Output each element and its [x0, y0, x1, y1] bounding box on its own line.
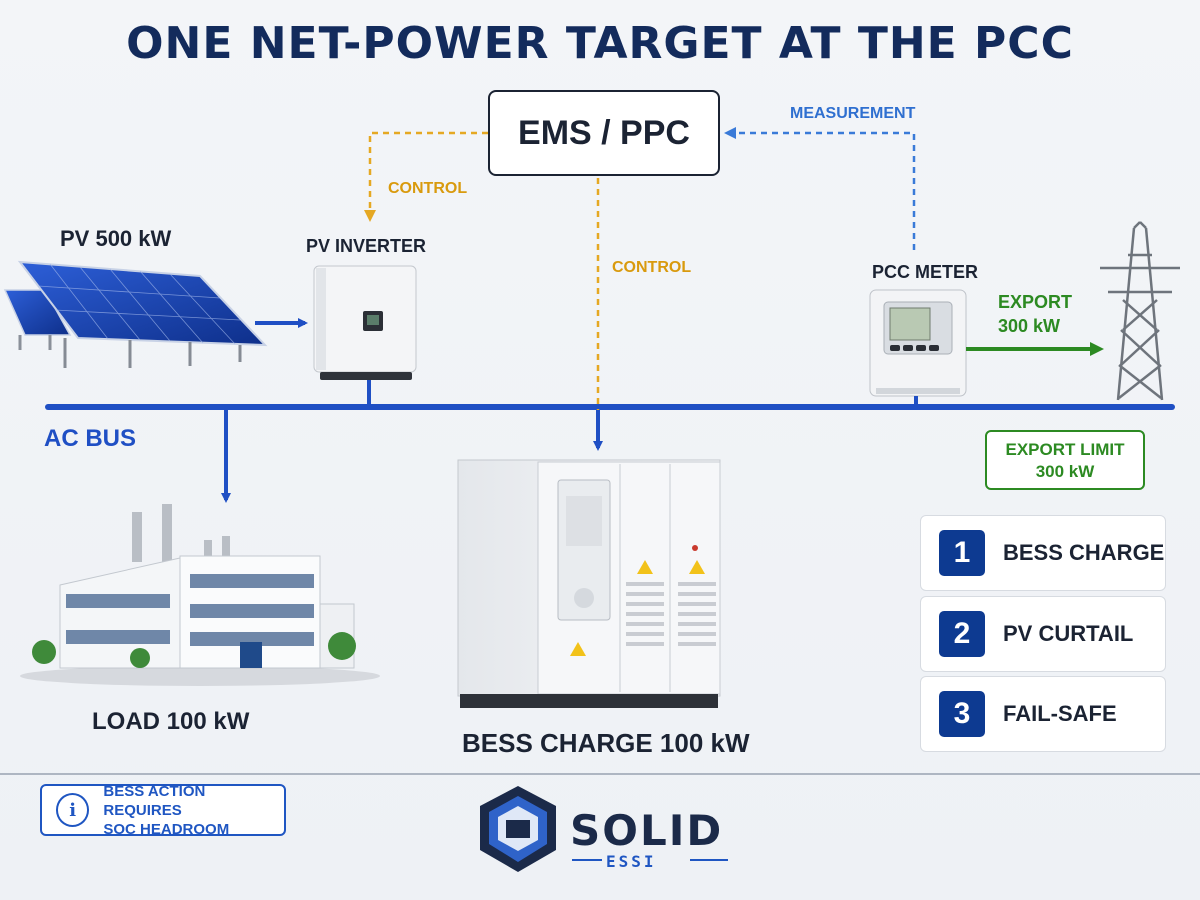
measurement-label: MEASUREMENT: [790, 105, 916, 122]
priority-step-2: 2 PV CURTAIL: [920, 596, 1166, 672]
pcc-meter-image: [869, 289, 967, 397]
pv-array-image: [3, 260, 268, 368]
soc-headroom-note: i BESS ACTION REQUIRES SOC HEADROOM: [40, 782, 286, 839]
note-text: BESS ACTION REQUIRES SOC HEADROOM: [103, 782, 284, 839]
pcc-meter-label: PCC METER: [872, 262, 979, 282]
step-label: FAIL-SAFE: [1003, 701, 1117, 726]
measurement-signal: [724, 127, 916, 250]
step-label: BESS CHARGE: [1003, 540, 1165, 565]
priority-step-1: 1 BESS CHARGE: [920, 515, 1166, 591]
note-line2: SOC HEADROOM: [103, 820, 230, 838]
note-line1: BESS ACTION REQUIRES: [103, 782, 206, 819]
diagram-title: ONE NET-POWER TARGET AT THE PCC: [126, 18, 1074, 69]
info-icon: i: [56, 793, 90, 827]
export-label-line1: EXPORT: [998, 292, 1073, 312]
step-number-badge: 3: [939, 691, 985, 737]
factory-load-image: [20, 504, 380, 686]
export-label-value: 300 kW: [998, 316, 1061, 336]
export-label: EXPORT 300 kW: [998, 290, 1072, 338]
step-number-badge: 1: [939, 530, 985, 576]
step-label: PV CURTAIL: [1003, 621, 1134, 646]
bess-cabinet-image: [457, 459, 721, 708]
ac-bus-label: AC BUS: [44, 425, 137, 452]
step-number-badge: 2: [939, 611, 985, 657]
grid-pylon-icon: [1100, 221, 1180, 401]
priority-step-3: 3 FAIL-SAFE: [920, 676, 1166, 752]
ems-ppc-box: EMS / PPC: [488, 90, 720, 176]
pv-inverter-label: PV INVERTER: [306, 236, 427, 256]
bess-label: BESS CHARGE 100 kW: [462, 728, 750, 758]
control-label-pv: CONTROL: [388, 180, 468, 197]
pv-inverter-image: [313, 265, 417, 380]
export-limit-box: EXPORT LIMIT 300 kW: [985, 430, 1145, 490]
control-signal-pv: [364, 131, 488, 222]
export-limit-value: 300 kW: [1035, 462, 1095, 481]
pv-array-label: PV 500 kW: [60, 226, 172, 251]
export-limit-title: EXPORT LIMIT: [1005, 440, 1125, 459]
solid-logo-emblem: [480, 786, 556, 872]
control-label-bess: CONTROL: [612, 259, 692, 276]
logo-subtext: ESSI: [606, 852, 657, 871]
logo-wordmark: SOLID: [570, 806, 724, 855]
load-label: LOAD 100 kW: [92, 708, 250, 735]
